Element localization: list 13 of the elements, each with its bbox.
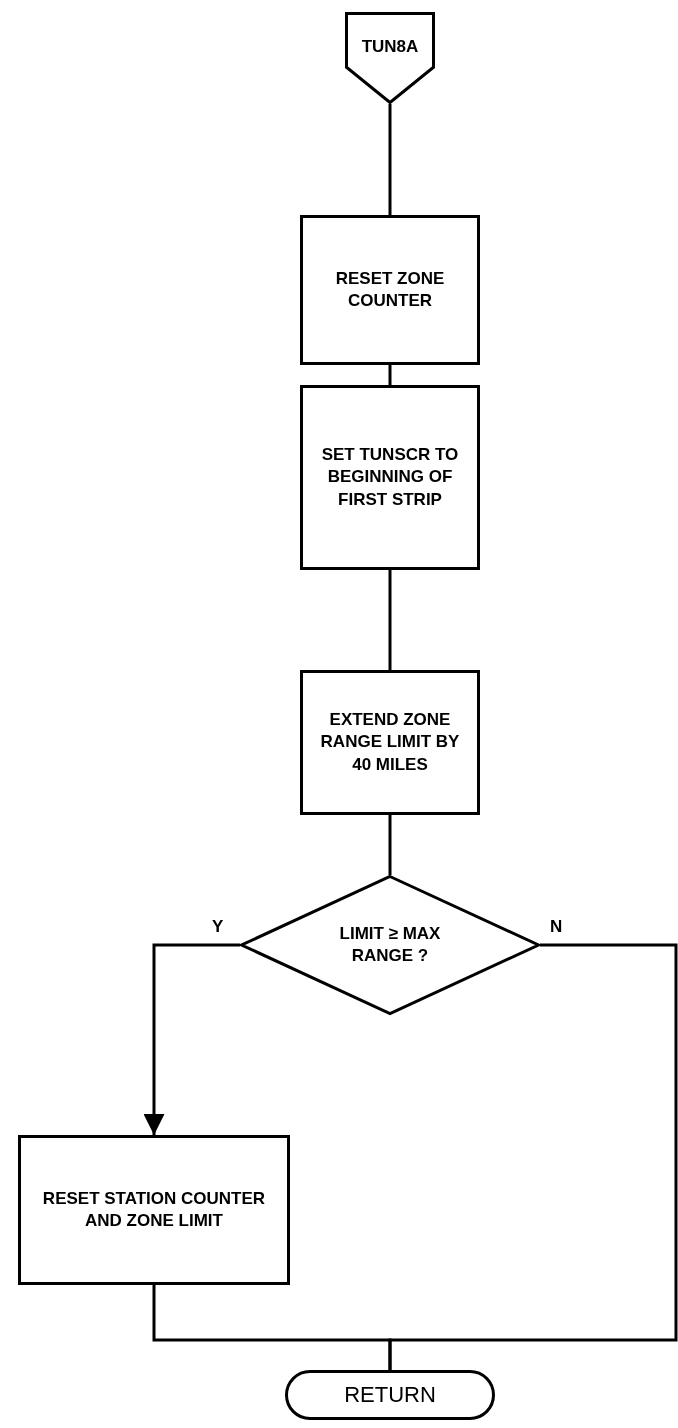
connector-line [388, 365, 392, 385]
node-text: RESET STATION COUNTER AND ZONE LIMIT [41, 1187, 267, 1232]
connector-line [143, 943, 240, 1135]
connector-line [152, 1285, 392, 1370]
connector-line [388, 104, 392, 215]
connector-line [388, 570, 392, 670]
connector-line [388, 815, 392, 875]
node-text: EXTEND ZONE RANGE LIMIT BY 40 MILES [319, 709, 461, 776]
node-text: TUN8A [361, 35, 419, 58]
node-text: RESET ZONE COUNTER [334, 267, 446, 312]
node-text: SET TUNSCR TO BEGINNING OF FIRST STRIP [320, 444, 460, 511]
node-text: RETURN [344, 1380, 436, 1409]
node-text: LIMIT ≥ MAX RANGE ? [338, 922, 442, 967]
